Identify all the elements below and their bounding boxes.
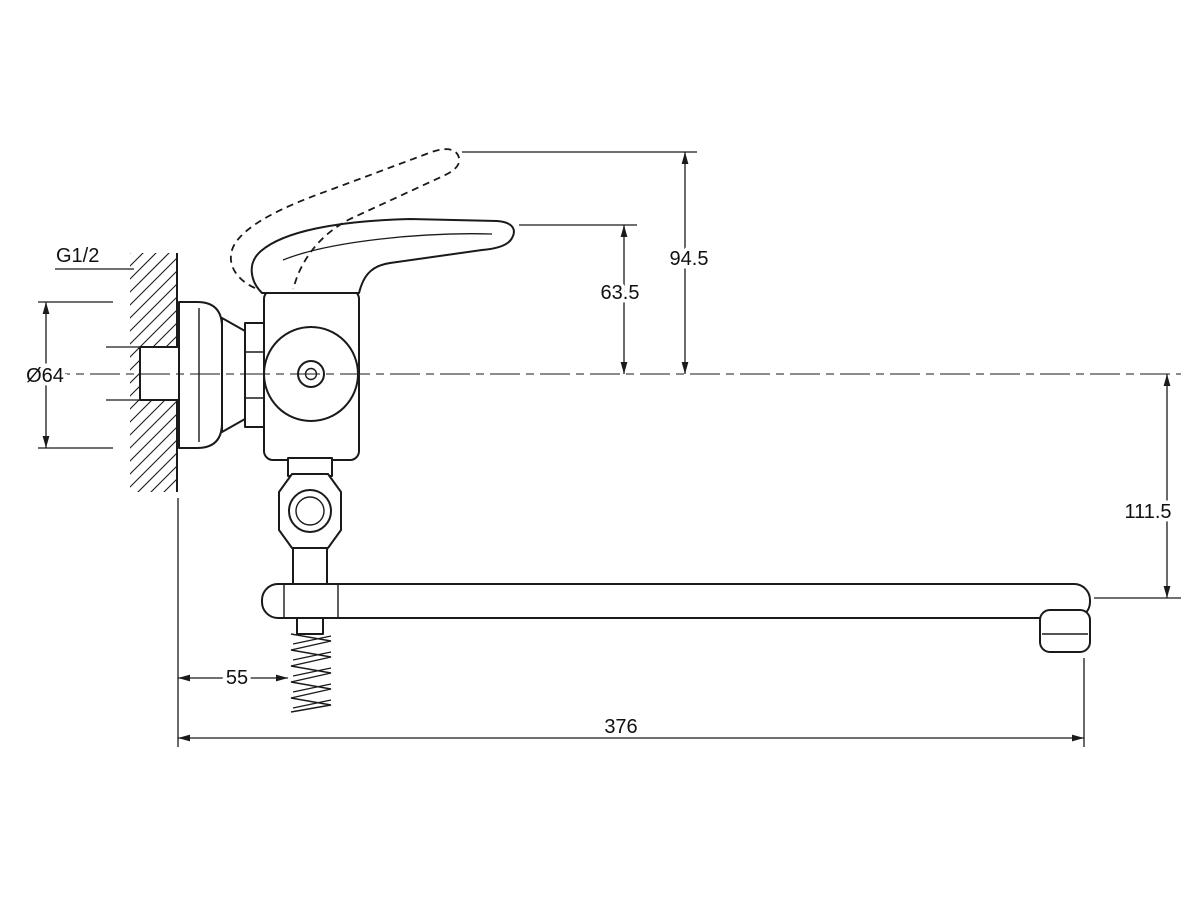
dimension-label-thread: G1/2: [56, 245, 99, 267]
lever-handle-detail-line: [282, 233, 493, 261]
hose-nut: [296, 617, 324, 635]
mounting-nut: [244, 322, 267, 428]
dimension-label-spout-drop: 111.5: [1124, 501, 1171, 523]
dimension-handle-open-height: 63.5: [519, 224, 643, 374]
dimension-label-flange-diameter: Ø64: [26, 365, 64, 387]
dimension-label-handle-open-height: 63.5: [601, 282, 640, 304]
spout-arm: [261, 583, 1091, 619]
spout-connector-lines: [283, 584, 339, 618]
nut-facet-lines: [245, 351, 266, 399]
spout-neck: [292, 547, 328, 587]
shower-hose-coil-back-lines: [292, 635, 332, 709]
dimension-label-handle-raised-height: 94.5: [670, 248, 709, 270]
dimension-thread-callout: G1/2: [53, 242, 139, 401]
dimension-wall-offset: 55: [177, 498, 288, 747]
faucet-assembly: [178, 148, 1091, 713]
dimension-label-spout-reach: 376: [604, 716, 637, 738]
dimension-spout-drop: 111.5: [1094, 374, 1181, 599]
lever-handle-raised-dashed: [229, 148, 461, 290]
shower-hose-coil: [290, 633, 332, 713]
escutcheon-flange: [178, 301, 223, 449]
stub-extension-lines: [106, 346, 139, 401]
diverter-inner-ring: [288, 489, 332, 533]
dimension-label-wall-offset: 55: [226, 667, 248, 689]
dimension-flange-diameter: Ø64: [23, 301, 113, 449]
dimension-spout-reach: 376: [178, 658, 1085, 747]
lever-handle-solid: [250, 218, 515, 294]
extension-lines: [38, 301, 113, 449]
spout-nozzle: [1039, 609, 1091, 653]
body-cone: [221, 317, 246, 433]
diverter-inner-circle: [295, 496, 325, 526]
dimension-handle-raised-height: 94.5: [462, 151, 712, 374]
